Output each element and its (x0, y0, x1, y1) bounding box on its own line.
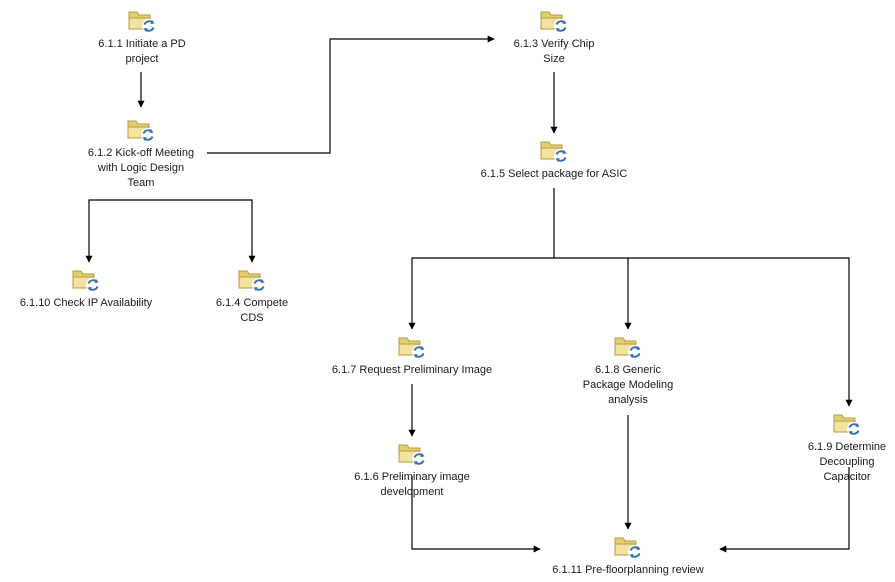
connector-n616-to-n6111 (411, 476, 541, 553)
task-node-6-1-11[interactable]: 6.1.11 Pre-floorplanning review (528, 534, 728, 578)
task-folder-sync-icon (396, 334, 428, 360)
connector-n612-to-n6110 (85, 199, 141, 263)
task-node-6-1-8[interactable]: 6.1.8 Generic Package Modeling analysis (570, 334, 686, 408)
task-node-6-1-3[interactable]: 6.1.3 Verify Chip Size (498, 8, 610, 67)
connector-n615-to-n618 (554, 257, 632, 330)
task-label: 6.1.6 Preliminary image development (354, 471, 470, 498)
task-label: 6.1.8 Generic Package Modeling analysis (582, 364, 674, 406)
connector-n615-to-n617 (408, 188, 555, 330)
task-folder-sync-icon (538, 8, 570, 34)
task-label: 6.1.9 Determine Decoupling Capacitor (807, 441, 887, 483)
task-node-6-1-4[interactable]: 6.1.4 Compete CDS (200, 267, 304, 326)
task-node-6-1-10[interactable]: 6.1.10 Check IP Availability (6, 267, 166, 311)
task-folder-sync-icon (538, 138, 570, 164)
task-label: 6.1.4 Compete CDS (215, 297, 289, 324)
task-folder-sync-icon (612, 534, 644, 560)
connector-n612-to-n613 (207, 35, 495, 154)
task-label: 6.1.1 Initiate a PD project (98, 38, 186, 65)
task-folder-sync-icon (396, 441, 428, 467)
task-label: 6.1.11 Pre-floorplanning review (552, 564, 704, 576)
connector-n612-to-n614 (141, 199, 256, 263)
task-folder-sync-icon (125, 117, 157, 143)
task-folder-sync-icon (831, 411, 863, 437)
task-folder-sync-icon (612, 334, 644, 360)
connector-n619-to-n6111 (719, 467, 850, 553)
connector-n615-to-n619 (628, 257, 853, 407)
task-label: 6.1.3 Verify Chip Size (513, 38, 595, 65)
task-node-6-1-2[interactable]: 6.1.2 Kick-off Meeting with Logic Design… (75, 117, 207, 191)
task-label: 6.1.7 Request Preliminary Image (331, 364, 493, 376)
task-label: 6.1.2 Kick-off Meeting with Logic Design… (87, 147, 195, 189)
task-node-6-1-6[interactable]: 6.1.6 Preliminary image development (343, 441, 481, 500)
task-folder-sync-icon (126, 8, 158, 34)
task-label: 6.1.5 Select package for ASIC (480, 168, 628, 180)
task-folder-sync-icon (236, 267, 268, 293)
task-label: 6.1.10 Check IP Availability (19, 297, 153, 309)
task-node-6-1-9[interactable]: 6.1.9 Determine Decoupling Capacitor (800, 411, 894, 485)
task-node-6-1-1[interactable]: 6.1.1 Initiate a PD project (87, 8, 197, 67)
task-folder-sync-icon (70, 267, 102, 293)
task-node-6-1-7[interactable]: 6.1.7 Request Preliminary Image (320, 334, 504, 378)
task-node-6-1-5[interactable]: 6.1.5 Select package for ASIC (466, 138, 642, 182)
